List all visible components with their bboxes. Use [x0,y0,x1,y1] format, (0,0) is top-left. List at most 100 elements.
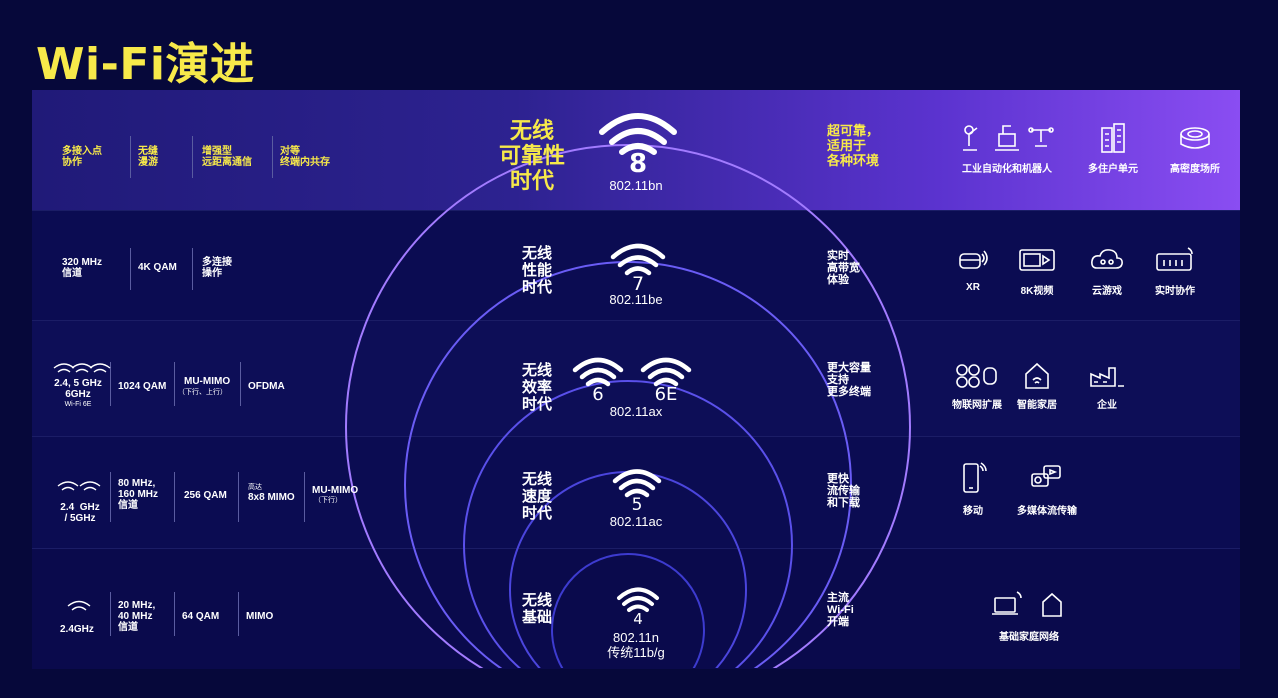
separator [174,592,175,636]
robot-arm-icon [963,125,1054,151]
app-multi-dwelling: 多住户单元 [1068,120,1158,175]
wifi6e-icon: 6E [640,357,692,402]
factory-icon [1090,367,1124,387]
feature-mlo: 多连接 操作 [202,257,232,279]
feature-mumimo: MU-MIMO [184,376,231,387]
svg-text:5: 5 [632,495,643,512]
separator [304,472,305,522]
feature-256qam: 256 QAM [184,490,227,501]
app-label: 云游戏 [1092,286,1122,297]
era-speed: 无线 速度 时代 [521,471,552,522]
app-label: 移动 [963,506,983,517]
evolution-panel: 多接入点 协作 无缝 漫游 增强型 远距离通信 对等 终端内共存 无线 可靠性 … [32,90,1240,669]
feature-mumimo-dl: MU-MIMO [312,485,359,496]
app-label: 实时协作 [1155,286,1195,297]
video-8k-icon [1019,249,1055,271]
app-label: XR [966,282,980,293]
feature-ofdma: OFDMA [248,381,285,392]
feature-mumimo-dl-sub: （下行） [314,497,342,504]
svg-text:6E: 6E [655,384,678,402]
separator [130,248,131,290]
app-label: 企业 [1097,400,1117,411]
svg-text:7: 7 [632,273,644,292]
smart-home-icon [1025,362,1049,389]
band-wifi5: 2.4 GHz / 5GHz [60,502,100,524]
separator [130,136,131,178]
feature-seamless-roaming: 无缝 漫游 [138,146,158,168]
separator [192,136,193,178]
feature-64qam: 64 QAM [182,611,220,622]
feature-coexistence: 对等 终端内共存 [280,146,330,168]
separator [272,136,273,178]
page-title: Wi-Fi演进 [36,39,255,90]
app-label: 物联网扩展 [952,400,1002,411]
wifi-double-icon [57,481,101,491]
separator [174,472,175,522]
separator [192,248,193,290]
cloud-gaming-icon [1091,249,1123,269]
benefit-wifi8: 超可靠， 适用于 各种环境 [827,123,880,168]
separator [174,362,175,406]
benefit-wifi5: 更快 流传输 和下载 [827,473,860,509]
home-network-icon [992,591,1062,617]
separator [238,472,239,522]
band-wifi6-sub: Wi-Fi 6E [64,401,92,408]
app-label: 基础家庭网络 [999,632,1059,643]
feature-multi-ap: 多接入点 协作 [62,146,102,168]
svg-text:8: 8 [629,149,647,178]
feature-4kqam: 4K QAM [138,262,177,273]
era-performance: 无线 性能 时代 [521,245,552,296]
stadium-icon [1180,127,1210,149]
wifi7-icon: 7 [610,243,666,292]
wifi8-icon: 8 [599,113,677,178]
band-wifi4: 2.4GHz [60,624,94,635]
wifi6-icon: 6 [572,357,624,402]
svg-text:4: 4 [633,610,643,626]
app-smart-home: 智能家居 [992,360,1082,411]
mobile-phone-icon [963,462,987,493]
app-enterprise: 企业 [1062,360,1152,411]
app-high-density: 高密度场所 [1150,120,1240,175]
wifi-single-icon [67,600,91,611]
building-icon [1101,123,1125,153]
wifi4-icon: 4 [617,587,659,626]
benefit-wifi7: 实时 高带宽 体验 [827,250,860,286]
app-media-streaming: 多媒体流传输 [992,460,1102,517]
separator [110,472,111,522]
app-label: 高密度场所 [1170,164,1220,175]
app-iot: 物联网扩展 [932,360,1022,411]
feature-8x8-mimo: 8x8 MIMO [248,492,295,503]
era-reliability: 无线 可靠性 时代 [498,118,565,193]
app-label: 多住户单元 [1088,164,1138,175]
app-industrial-robotics: 工业自动化和机器人 [952,120,1062,175]
feature-1024qam: 1024 QAM [118,381,167,392]
benefit-wifi4: 主流 Wi-Fi 开端 [827,592,854,628]
separator [110,592,111,636]
vr-headset-icon [959,250,988,269]
separator [238,592,239,636]
benefit-wifi6: 更大容量 支持 更多终端 [827,362,871,398]
app-xr: XR [928,246,1018,293]
standard-80211bn: 802.11bn [609,178,663,193]
app-mobile: 移动 [928,460,1018,517]
app-realtime-collab: 实时协作 [1130,246,1220,297]
app-8k-video: 8K视频 [992,246,1082,297]
feature-mimo-prefix: 高达 [248,484,262,491]
feature-80-160mhz: 80 MHz, 160 MHz 信道 [118,478,159,511]
band-wifi6: 2.4, 5 GHz 6GHz [54,378,102,400]
app-label: 工业自动化和机器人 [962,164,1052,175]
feature-20-40mhz: 20 MHz, 40 MHz 信道 [118,600,156,633]
wifi5-icon: 5 [612,469,662,512]
app-label: 多媒体流传输 [1017,506,1077,517]
feature-long-range: 增强型 远距离通信 [202,146,252,168]
media-streaming-icon [1031,465,1061,487]
svg-text:6: 6 [592,384,603,402]
feature-320mhz: 320 MHz 信道 [62,257,103,279]
app-cloud-gaming: 云游戏 [1062,246,1152,297]
feature-mumimo-sub: （下行、上行） [178,389,227,396]
separator [240,362,241,406]
collaboration-icon [1156,247,1193,271]
separator [110,362,111,406]
app-label: 智能家居 [1017,400,1057,411]
app-label: 8K视频 [1020,286,1054,297]
